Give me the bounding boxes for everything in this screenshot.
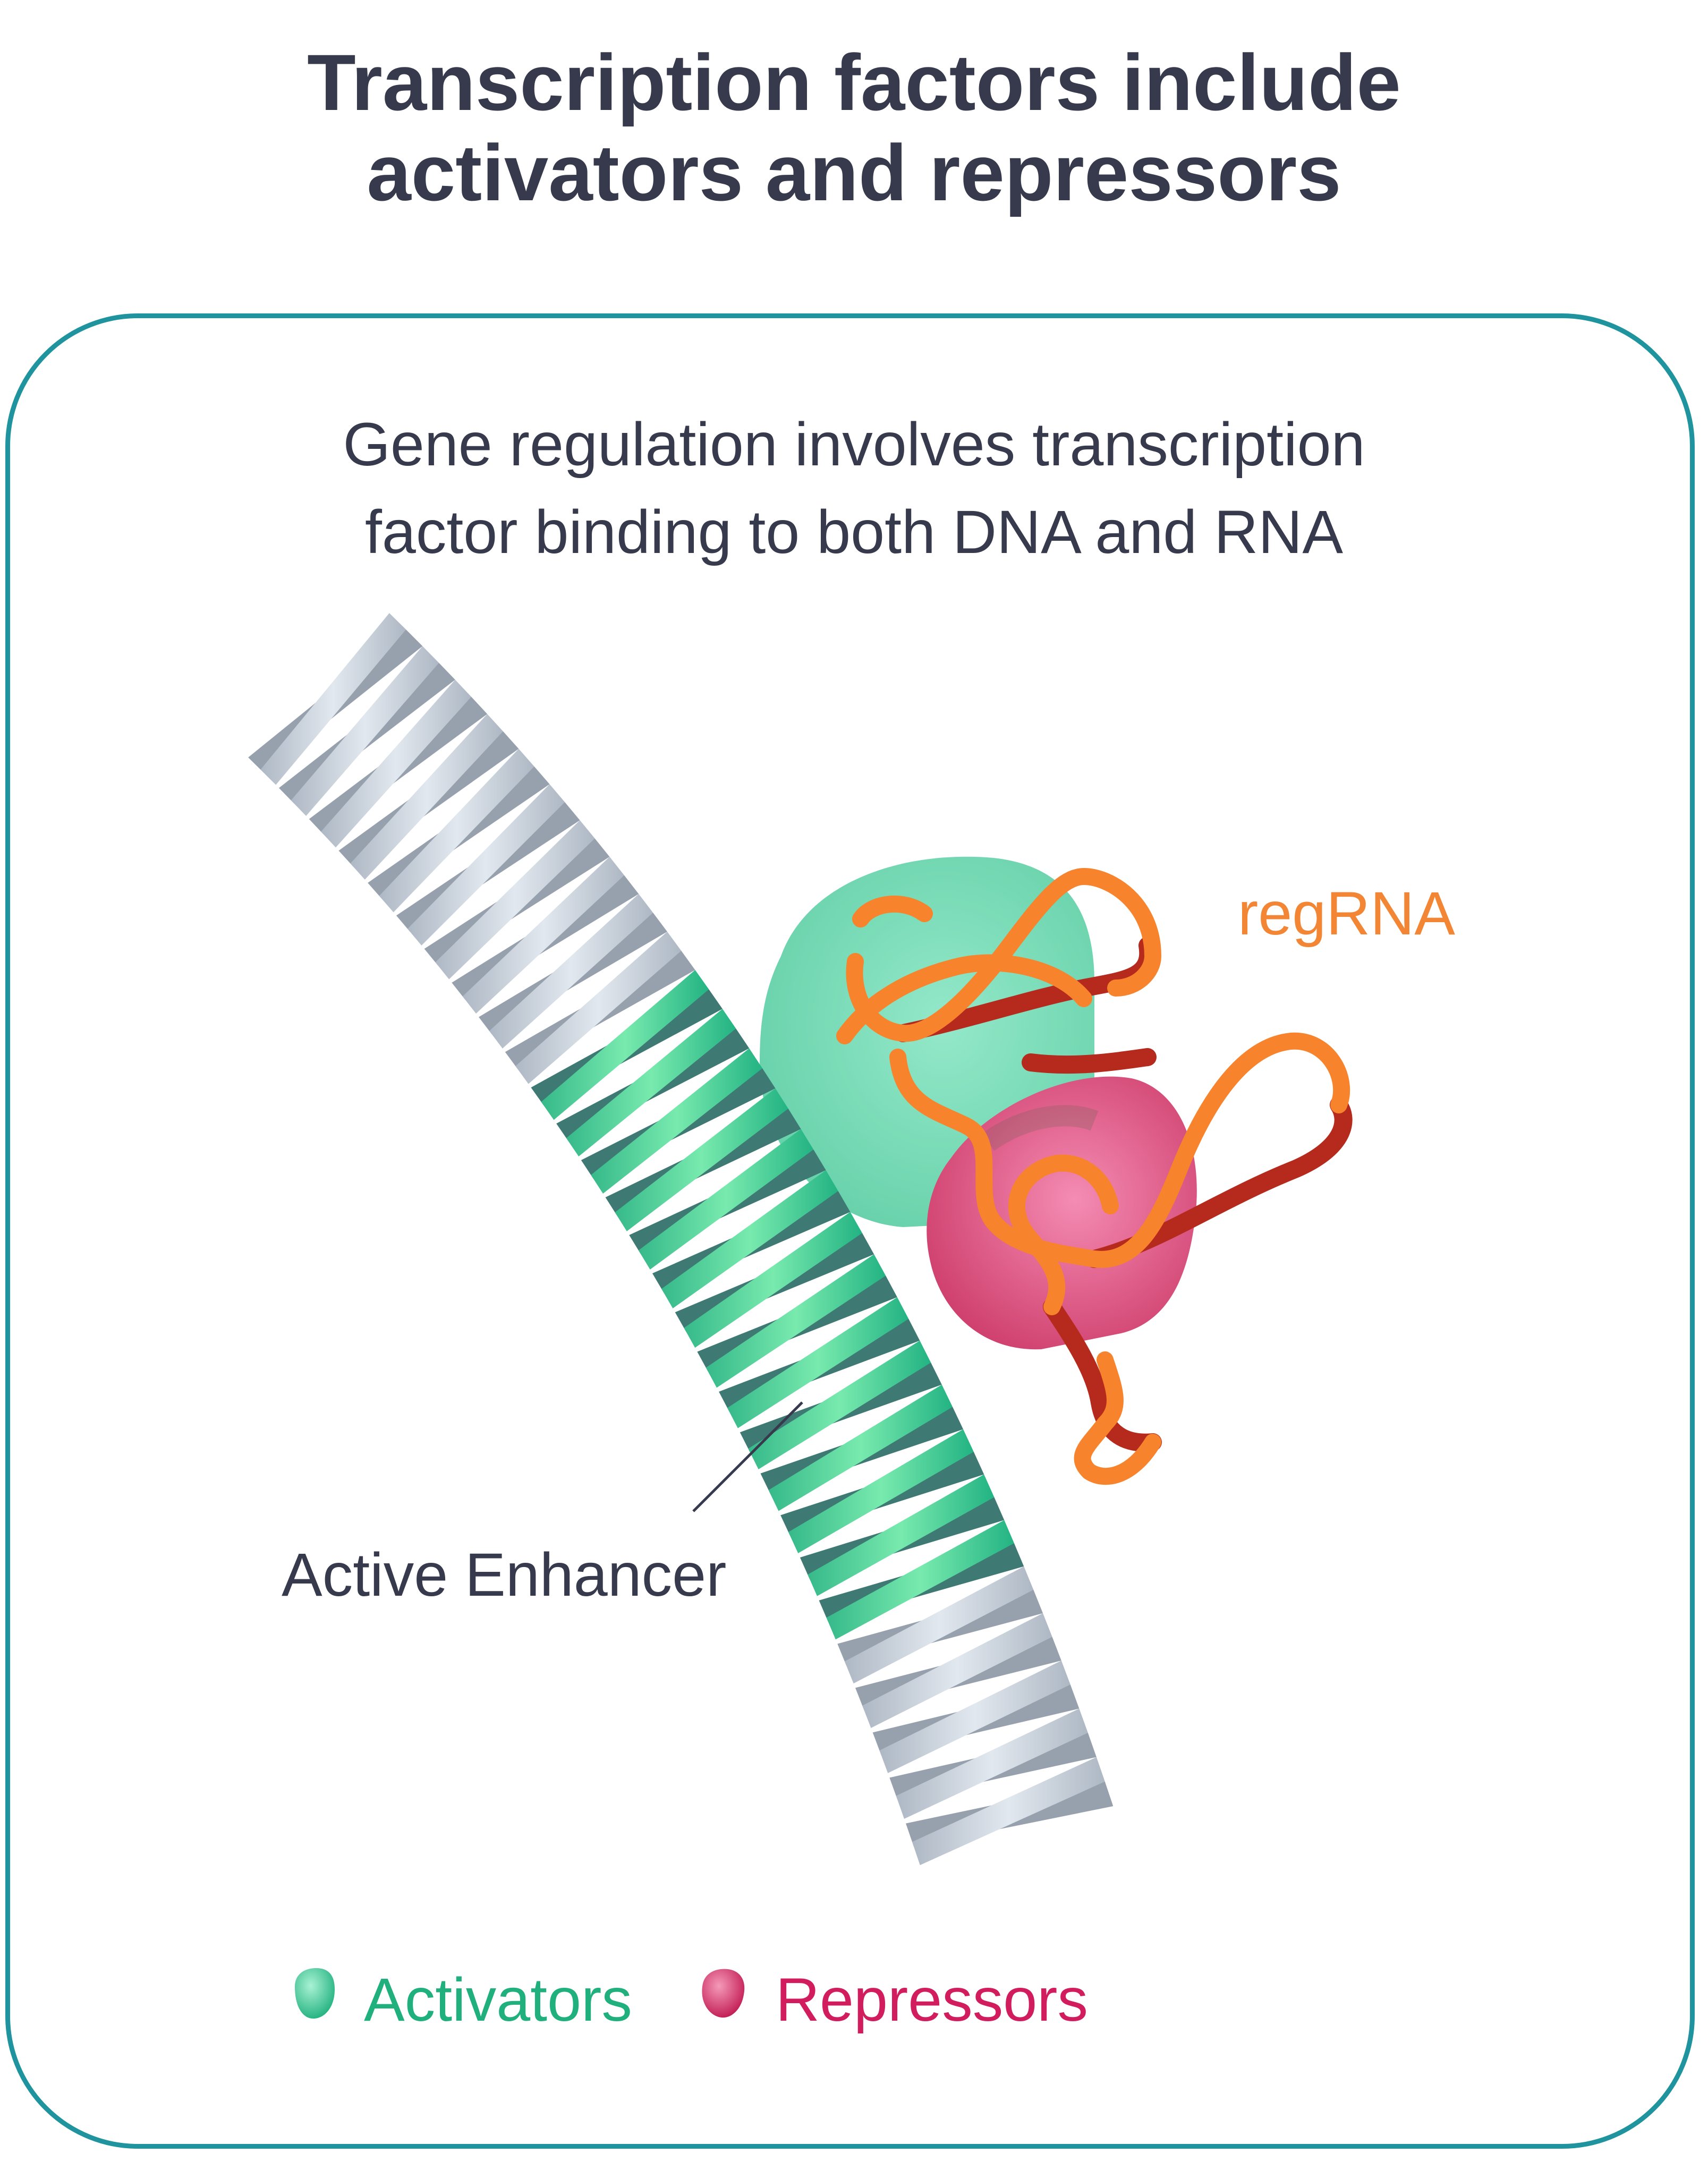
dna-front-strand-segment bbox=[541, 970, 709, 1120]
legend-repressors: Repressors bbox=[701, 1965, 1088, 2035]
dna-front-strand-segment bbox=[706, 1254, 886, 1388]
dna-front-strand-segment bbox=[727, 1297, 909, 1428]
dna-front-strand-segment bbox=[462, 856, 624, 1014]
dna-front-strand-segment bbox=[435, 820, 595, 980]
dna-front-strand-segment bbox=[591, 1048, 763, 1194]
dna-front-strand-segment bbox=[826, 1520, 1014, 1640]
dna-front-strand-segment bbox=[291, 646, 439, 816]
dna-front-strand-segment bbox=[350, 714, 503, 880]
legend-markers bbox=[295, 1968, 745, 2019]
dna-front-strand-segment bbox=[684, 1212, 862, 1348]
dna-front-strand-segment bbox=[379, 748, 534, 913]
dna-front-strand-segment bbox=[661, 1170, 838, 1308]
active-enhancer-label: Active Enhancer bbox=[282, 1541, 727, 1609]
title-line-1: Transcription factors include bbox=[307, 38, 1401, 127]
dna-front-strand-segment bbox=[638, 1129, 814, 1270]
regrna-strand bbox=[836, 868, 1353, 1485]
repressor-protein bbox=[927, 1076, 1197, 1350]
activator-legend-icon bbox=[295, 1968, 335, 2019]
diagram-panel bbox=[5, 313, 1695, 2149]
dna-front-strand-segment bbox=[862, 1613, 1052, 1728]
dna-front-strand-segment bbox=[489, 893, 653, 1049]
page-title: Transcription factors include activators… bbox=[0, 37, 1708, 218]
overlap-shadow bbox=[982, 1105, 1099, 1151]
legend-activators: Activators bbox=[290, 1965, 632, 2035]
dna-front-strand-segment bbox=[321, 679, 472, 848]
dna-helix-front bbox=[260, 613, 1105, 1866]
diagram-subtitle: Gene regulation involves transcription f… bbox=[0, 401, 1708, 576]
dna-front-strand-segment bbox=[912, 1757, 1105, 1866]
dna-front-strand-segment bbox=[407, 784, 565, 946]
regrna-label: regRNA bbox=[1238, 880, 1456, 948]
dna-front-strand-segment bbox=[768, 1384, 953, 1511]
dna-front-strand-segment bbox=[844, 1566, 1034, 1684]
legend-spacer bbox=[290, 2000, 332, 2001]
legend-spacer bbox=[701, 2000, 744, 2001]
dna-front-strand-segment bbox=[896, 1708, 1088, 1819]
legend-activators-label: Activators bbox=[364, 1966, 632, 2034]
title-line-2: activators and repressors bbox=[367, 128, 1341, 217]
subtitle-line-1: Gene regulation involves transcription bbox=[343, 411, 1365, 479]
dna-front-strand-segment bbox=[566, 1009, 736, 1157]
dna-front-strand-segment bbox=[808, 1474, 995, 1596]
legend-repressors-label: Repressors bbox=[776, 1966, 1088, 2034]
subtitle-line-2: factor binding to both DNA and RNA bbox=[364, 498, 1344, 566]
dna-front-strand-segment bbox=[879, 1661, 1070, 1773]
repressor-legend-icon bbox=[702, 1969, 745, 2018]
dna-front-strand-segment bbox=[260, 613, 406, 785]
dna-front-strand-segment bbox=[788, 1429, 974, 1553]
dna-front-strand-segment bbox=[515, 931, 682, 1084]
dna-front-strand-segment bbox=[615, 1088, 788, 1231]
dna-front-strand-segment bbox=[748, 1340, 931, 1470]
enhancer-pointer-line bbox=[692, 1401, 803, 1512]
